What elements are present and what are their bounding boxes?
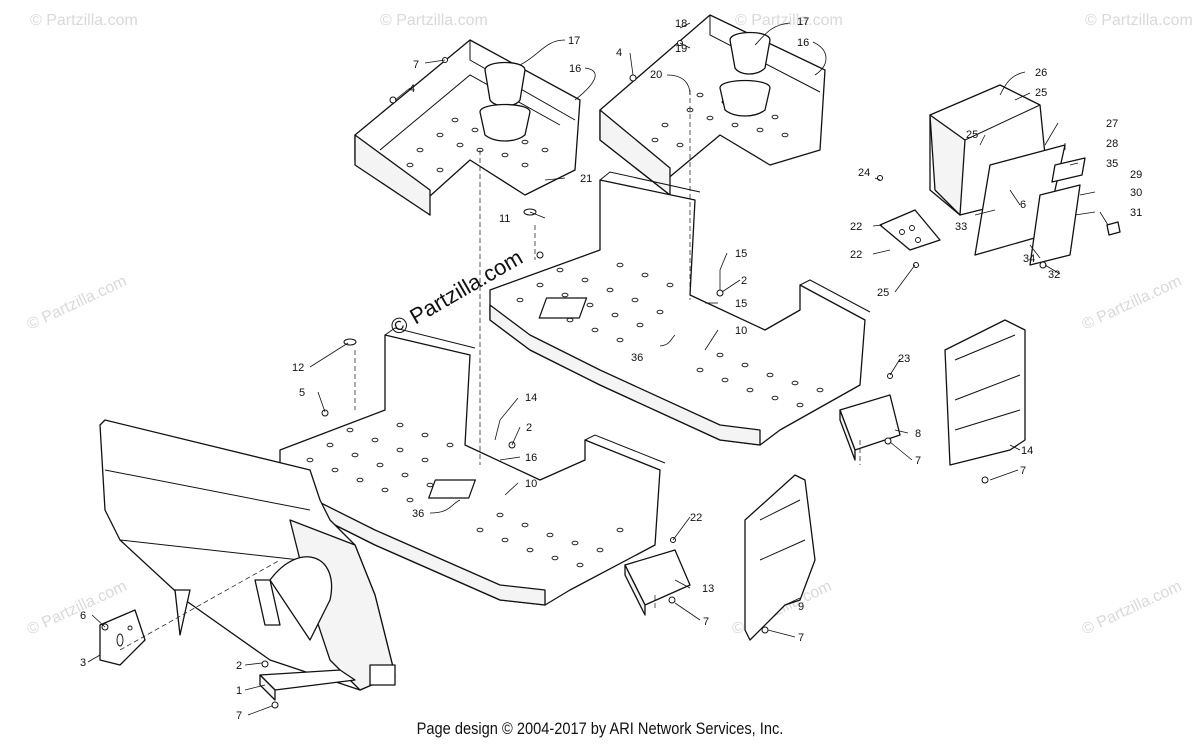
callout-35: 35 [1106, 158, 1118, 170]
bolt-icon [913, 262, 919, 268]
hole-grid [651, 92, 789, 148]
assembly-guides [119, 90, 861, 651]
bolt-icon [716, 289, 724, 297]
hole-grid [516, 262, 824, 408]
callout-1: 1 [236, 685, 242, 697]
callout-17: 17 [568, 35, 580, 47]
callout-3: 3 [80, 657, 86, 669]
callout-7: 7 [703, 616, 709, 628]
cover-plate [99, 609, 146, 666]
bracket [259, 669, 356, 701]
callout-2: 2 [526, 422, 532, 434]
bolt-icon [884, 437, 892, 445]
callout-9: 9 [798, 601, 804, 613]
callout-30: 30 [1130, 187, 1142, 199]
callout-23: 24 [858, 167, 870, 179]
side-panel-8 [839, 394, 901, 461]
callout-14: 14 [525, 392, 537, 404]
side-guard-13 [944, 319, 1026, 466]
bolt-icon [321, 409, 329, 417]
watermark: © Partzilla.com [380, 12, 488, 29]
callout-20: 21 [580, 173, 592, 185]
callout-22: 22 [690, 512, 702, 524]
callout-32: 32 [1048, 269, 1060, 281]
bolt-icon [261, 660, 269, 668]
callout-31: 31 [1130, 207, 1142, 219]
callout-4: 4 [616, 47, 622, 59]
callout-22: 22 [850, 221, 862, 233]
rear-floor-pan [489, 171, 871, 446]
callout-24: 25 [966, 129, 978, 141]
storage-box-assembly [879, 84, 1121, 266]
page-design-credit: Page design © 2004-2017 by ARI Network S… [416, 719, 784, 738]
callout-16: 16 [569, 63, 581, 75]
bolt-icon [629, 74, 637, 82]
callout-18: 18 [675, 18, 687, 30]
bolt-icon [887, 373, 893, 379]
callout-labels: 7 4 17 16 21 4 18 19 17 16 20 26 25 27 2… [80, 16, 1142, 722]
callout-10: 10 [525, 478, 537, 490]
bolt-icon [536, 251, 544, 259]
callout-16: 16 [797, 37, 809, 49]
bolt-icon [668, 596, 676, 604]
callout-14: 15 [735, 248, 747, 260]
callout-8: 8 [915, 428, 921, 440]
hole-grid [306, 422, 624, 568]
callout-33: 33 [955, 221, 967, 233]
watermark: © Partzilla.com [1080, 578, 1185, 639]
watermark: © Partzilla.com [30, 12, 138, 29]
callout-12: 13 [702, 583, 714, 595]
callout-15: 16 [525, 452, 537, 464]
callout-21: 22 [850, 249, 862, 261]
callout-27: 27 [1106, 118, 1118, 130]
callout-22: 23 [898, 353, 910, 365]
watermark: © Partzilla.com [1080, 273, 1185, 334]
callout-20: 20 [650, 69, 662, 81]
callout-34: 34 [1023, 253, 1035, 265]
callout-4: 4 [409, 83, 415, 95]
callout-2: 2 [741, 275, 747, 287]
side-panel-12 [624, 549, 691, 616]
callout-17: 17 [797, 16, 809, 28]
callout-19: 19 [675, 43, 687, 55]
bolt-icon [389, 96, 397, 104]
bolt-icon [761, 626, 769, 634]
callout-4: 5 [299, 387, 305, 399]
front-bulkhead-panel [99, 419, 396, 691]
upper-right-footrest-panel [599, 14, 826, 196]
callout-6: 6 [1020, 199, 1026, 211]
callout-7: 7 [915, 455, 921, 467]
watermark: © Partzilla.com [1085, 12, 1193, 29]
watermark: © Partzilla.com [25, 273, 130, 334]
callout-25: 25 [1035, 87, 1047, 99]
callout-28: 28 [1106, 138, 1118, 150]
callout-13: 14 [1021, 445, 1033, 457]
callout-10: 10 [735, 325, 747, 337]
callout-11: 11 [499, 213, 510, 225]
callout-7: 7 [1020, 465, 1026, 477]
callout-2: 2 [236, 660, 242, 672]
upper-left-footrest-panel [354, 39, 581, 216]
bolt-icon [981, 476, 989, 484]
callout-7: 7 [413, 59, 419, 71]
callout-36: 36 [631, 352, 643, 364]
callout-5: 6 [80, 610, 86, 622]
watermark: © Partzilla.com [735, 12, 843, 29]
bolt-icon [271, 701, 279, 709]
bolt-icon [1039, 261, 1047, 269]
callout-6: 7 [236, 710, 242, 722]
callout-29: 29 [1130, 169, 1142, 181]
callout-15: 15 [735, 298, 747, 310]
callout-25: 25 [877, 287, 889, 299]
callout-36: 36 [412, 508, 424, 520]
callout-11: 12 [292, 362, 304, 374]
callout-26: 26 [1035, 67, 1047, 79]
callout-7: 7 [798, 632, 804, 644]
leader-lines [87, 22, 1109, 716]
